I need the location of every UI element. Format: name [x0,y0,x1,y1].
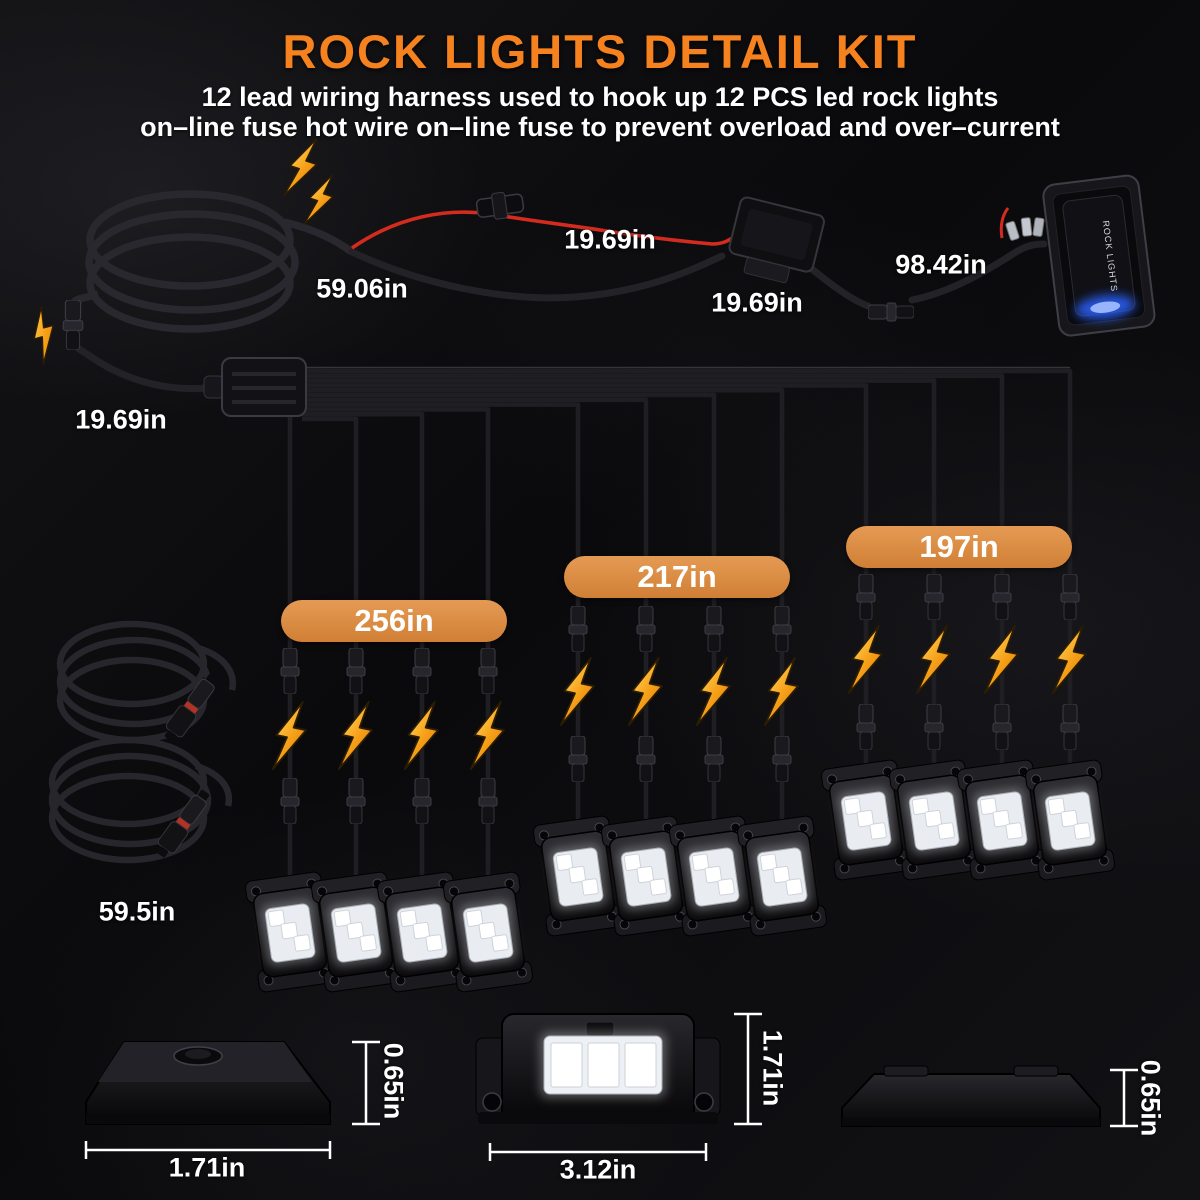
subtitle-line-1: 12 lead wiring harness used to hook up 1… [201,82,999,112]
distribution-block [203,357,307,417]
label-main-cable-length: 59.06in [316,273,408,304]
dimension-lines-low-profile [1110,1068,1138,1128]
label-extension-cable-length: 59.5in [98,896,176,927]
pod-front-view [475,1013,721,1124]
pod-low-profile-view [841,1065,1101,1127]
rock-light-pod [443,871,534,992]
label-side-view-height: 0.65in [378,1042,409,1120]
main-cable-run [74,240,1048,393]
length-badge-group-1: 256in [281,600,507,642]
drop-bolts [268,621,1093,776]
label-relay-lead-length: 19.69in [711,287,803,318]
pod-side-view [85,1041,331,1125]
rocker-switch: ROCK LIGHTS [1042,174,1156,337]
label-fuse-lead-length: 19.69in [564,224,656,255]
page-title: ROCK LIGHTS DETAIL KIT [282,25,918,78]
label-front-view-width: 3.12in [559,1154,637,1185]
extension-cable-coils [48,620,236,864]
length-badge-group-2: 217in [564,556,790,598]
inline-connector [868,302,914,322]
dimension-lines-front [488,1012,762,1161]
rock-light-pods [245,759,1116,992]
switch-terminals [999,207,1045,241]
extension-connector [159,669,223,746]
rock-light-pod [737,815,828,936]
main-cable-coil [71,190,355,333]
dimension-lines-side [84,1040,380,1159]
label-low-profile-height: 0.65in [1135,1059,1166,1137]
input-connector [62,300,84,350]
label-front-view-height: 1.71in [757,1029,788,1107]
rock-light-pod [1025,759,1116,880]
fuse-holder [475,191,525,220]
label-block-lead-length: 19.69in [75,404,167,435]
power-wire-red [350,210,740,250]
label-side-view-width: 1.71in [168,1152,246,1183]
length-badge-group-3: 197in [846,526,1072,568]
lightning-bolt-icon [300,169,341,231]
label-switch-lead-length: 98.42in [895,249,987,280]
subtitle-line-2: on–line fuse hot wire on–line fuse to pr… [140,112,1060,142]
relay [728,196,825,284]
lightning-bolt-icon [26,304,63,366]
